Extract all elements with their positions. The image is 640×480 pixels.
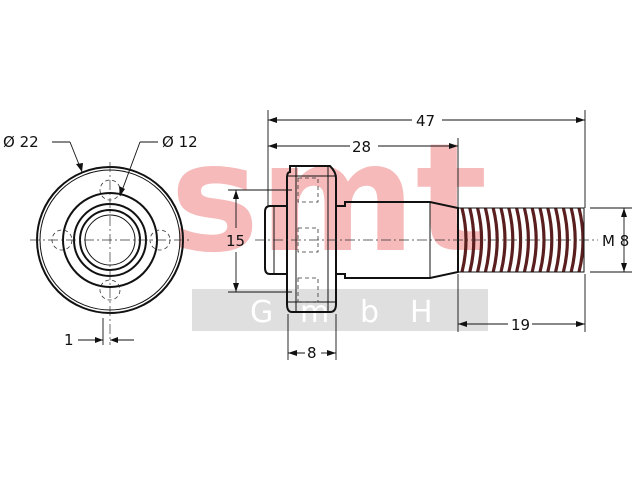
label-overall-length: 47 xyxy=(416,112,435,130)
watermark-logo: smt xyxy=(170,112,487,286)
label-flange-width: 8 xyxy=(307,344,317,362)
label-body-length: 28 xyxy=(352,138,371,156)
watermark-sub-letter-g: G xyxy=(250,295,273,330)
label-flange-height: 15 xyxy=(226,232,245,250)
dim-outer-diameter: Ø 22 xyxy=(3,133,83,173)
dim-body-length: 28 xyxy=(268,138,459,208)
thread-coil xyxy=(530,207,538,273)
thread-coil xyxy=(460,207,468,273)
hidden-hole-bottom xyxy=(99,279,121,301)
label-inner-diameter: Ø 12 xyxy=(162,133,198,151)
label-thread-size: M 8 xyxy=(602,232,629,250)
label-thread-length: 19 xyxy=(511,316,530,334)
watermark-band-rect xyxy=(192,289,488,331)
watermark-sub-letter-h: H xyxy=(410,295,433,330)
side-view xyxy=(255,165,598,313)
dim-thread-length: 19 xyxy=(457,274,586,334)
label-outer-diameter: Ø 22 xyxy=(3,133,39,151)
front-view xyxy=(30,162,190,345)
watermark-band: G m b H xyxy=(192,289,488,331)
dim-flange-height: 15 xyxy=(226,189,292,293)
thread-coil xyxy=(554,207,562,273)
dim-inner-diameter: Ø 12 xyxy=(119,133,198,197)
flange-hidden-hole-top xyxy=(297,177,319,203)
watermark-logo-text: smt xyxy=(170,112,487,286)
thread-coil xyxy=(499,207,507,273)
label-offset: 1 xyxy=(64,331,74,349)
dim-offset: 1 xyxy=(64,331,134,349)
thread-coil xyxy=(476,207,484,273)
dim-thread-size: M 8 xyxy=(590,207,632,273)
dim-flange-width: 8 xyxy=(287,314,337,362)
watermark-sub-letter-b: b xyxy=(360,295,379,330)
flange-hidden-hole-bottom xyxy=(297,277,319,303)
